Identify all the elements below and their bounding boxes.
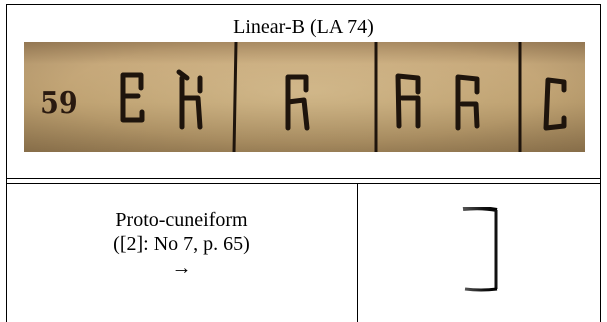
table-column-divider (357, 183, 358, 322)
arrow-icon: → (171, 257, 192, 279)
linear-b-photo: 59 (24, 42, 585, 152)
table-row-divider-1 (6, 178, 601, 179)
proto-cuneiform-caption: Proto-cuneiform ([2]: No 7, p. 65) → (6, 208, 357, 280)
tablet-number: 59 (40, 86, 78, 121)
table-top-border (6, 4, 601, 5)
sign-3 (285, 74, 310, 131)
sign-5 (455, 74, 480, 131)
tablet-ruling-1 (232, 42, 238, 152)
photo-lighting (24, 42, 585, 152)
proto-cuneiform-reference: ([2]: No 7, p. 65) (113, 233, 250, 255)
proto-cuneiform-label: Proto-cuneiform (115, 209, 248, 231)
sign-6 (543, 77, 567, 131)
table-right-border (600, 4, 601, 322)
table-row-divider-2 (6, 183, 601, 184)
sign-4 (395, 73, 421, 129)
proto-cuneiform-sign (462, 207, 498, 292)
sign-1 (120, 72, 145, 123)
linear-b-title: Linear-B (LA 74) (233, 16, 374, 38)
sign-2 (176, 69, 203, 130)
linear-b-signs (120, 42, 567, 152)
table-left-border (6, 4, 7, 322)
